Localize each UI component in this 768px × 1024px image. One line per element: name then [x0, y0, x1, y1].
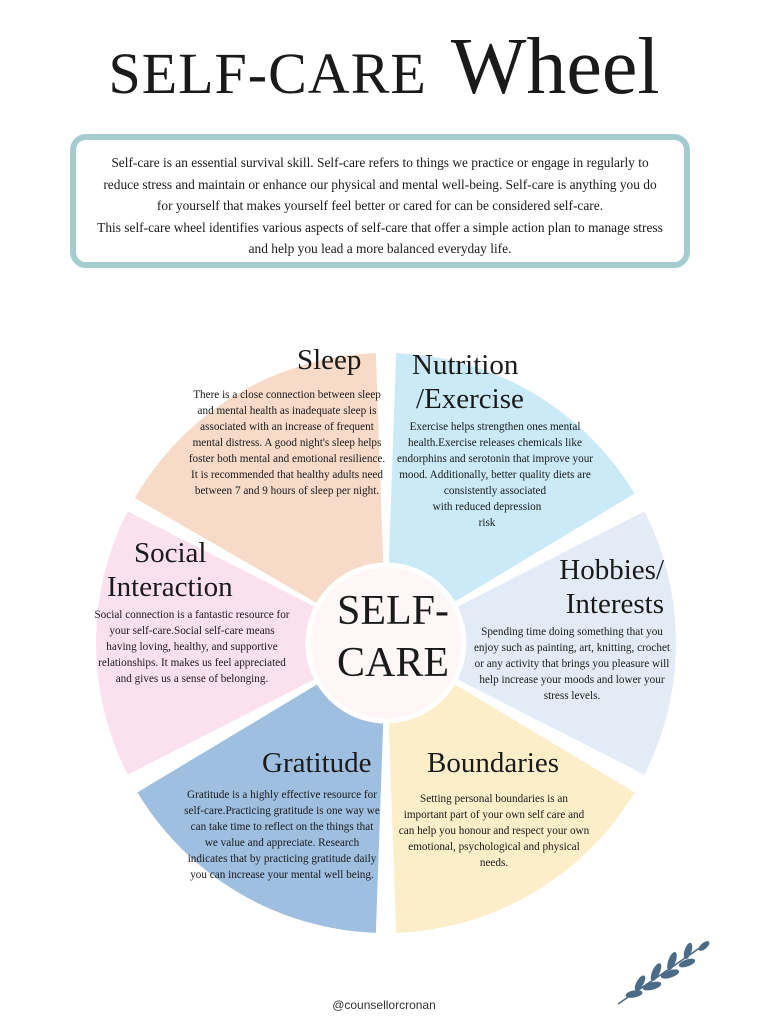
- intro-paragraph-1: Self-care is an essential survival skill…: [103, 155, 657, 213]
- title-self-care: SELF-CARE: [108, 41, 427, 106]
- segment-title-hobbies: Hobbies/: [559, 554, 664, 586]
- segment-title-sleep: Sleep: [297, 344, 362, 376]
- segment-title-interests: Interests: [565, 588, 664, 620]
- segment-text-social-interaction: Social connection is a fantastic resourc…: [94, 609, 290, 685]
- segment-title-hobbies-interests: Hobbies/ Interests: [548, 553, 664, 621]
- leaf-sprig-icon: [617, 941, 710, 1005]
- wheel-segment-boundaries: [386, 643, 635, 933]
- segment-title-nutrition: Nutrition: [412, 349, 519, 381]
- wheel-segment-hobbies-interests: [386, 511, 677, 775]
- wheel-segment-social-interaction: [95, 511, 386, 775]
- center-label-line-1: SELF-: [336, 588, 449, 634]
- page-title: SELF-CARE Wheel: [0, 22, 768, 113]
- segment-title-interaction: Interaction: [107, 571, 233, 603]
- segment-title-nutrition-exercise: Nutrition /Exercise: [412, 348, 524, 416]
- title-wheel: Wheel: [450, 23, 660, 111]
- segment-text-sleep: There is a close connection between slee…: [188, 389, 386, 497]
- segment-text-nutrition-exercise: Exercise helps strengthen ones mental he…: [396, 421, 594, 497]
- wheel-center-circle: [305, 562, 467, 724]
- wheel-segment-sleep: [134, 353, 386, 643]
- segment-title-exercise: /Exercise: [416, 383, 524, 415]
- segment-title-boundaries: Boundaries: [427, 747, 560, 779]
- segment-text-gratitude: Gratitude is a highly effective resource…: [184, 789, 380, 881]
- segment-title-social: Social: [134, 537, 207, 569]
- footer-handle: @counsellorcronan: [332, 998, 436, 1012]
- segment-title-social-interaction: Social Interaction: [107, 536, 233, 604]
- segment-text-hobbies-interests: Spending time doing something that you e…: [473, 626, 671, 702]
- segment-text-nutrition-exercise-cont: with reduced depression risk: [432, 501, 542, 529]
- segment-title-gratitude: Gratitude: [262, 747, 372, 779]
- segment-text-boundaries: Setting personal boundaries is an import…: [398, 793, 590, 869]
- intro-box: Self-care is an essential survival skill…: [70, 134, 690, 268]
- wheel-segment-gratitude: [137, 643, 386, 933]
- intro-paragraph-2: This self-care wheel identifies various …: [97, 219, 663, 257]
- wheel-segment-nutrition-exercise: [386, 353, 635, 643]
- center-label: SELF- CARE: [323, 585, 463, 689]
- center-label-line-2: CARE: [336, 640, 449, 686]
